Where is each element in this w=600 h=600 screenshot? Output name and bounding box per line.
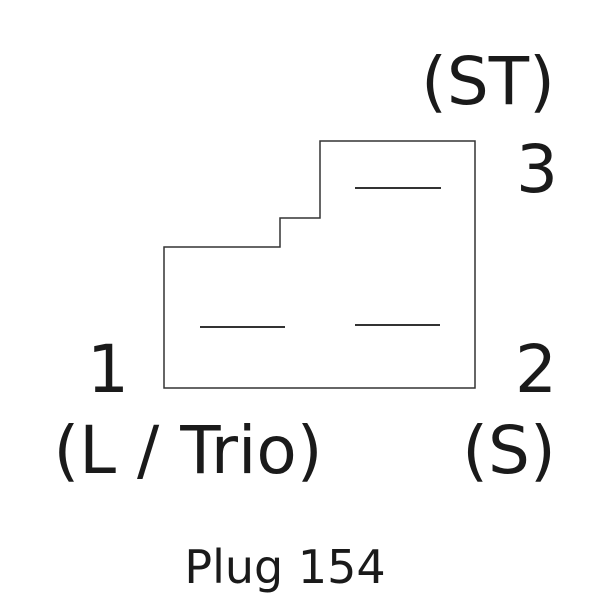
pin-3-function-label: (ST) bbox=[421, 43, 555, 120]
plug-caption: Plug 154 bbox=[184, 540, 385, 594]
pin-2-function-label: (S) bbox=[462, 412, 555, 489]
pin-1-function-label: (L / Trio) bbox=[54, 412, 323, 489]
pin-2-number-label: 2 bbox=[515, 331, 557, 408]
connector-outline bbox=[163, 140, 476, 389]
pin-3-number-label: 3 bbox=[516, 131, 558, 208]
pin-1-number-label: 1 bbox=[87, 331, 129, 408]
